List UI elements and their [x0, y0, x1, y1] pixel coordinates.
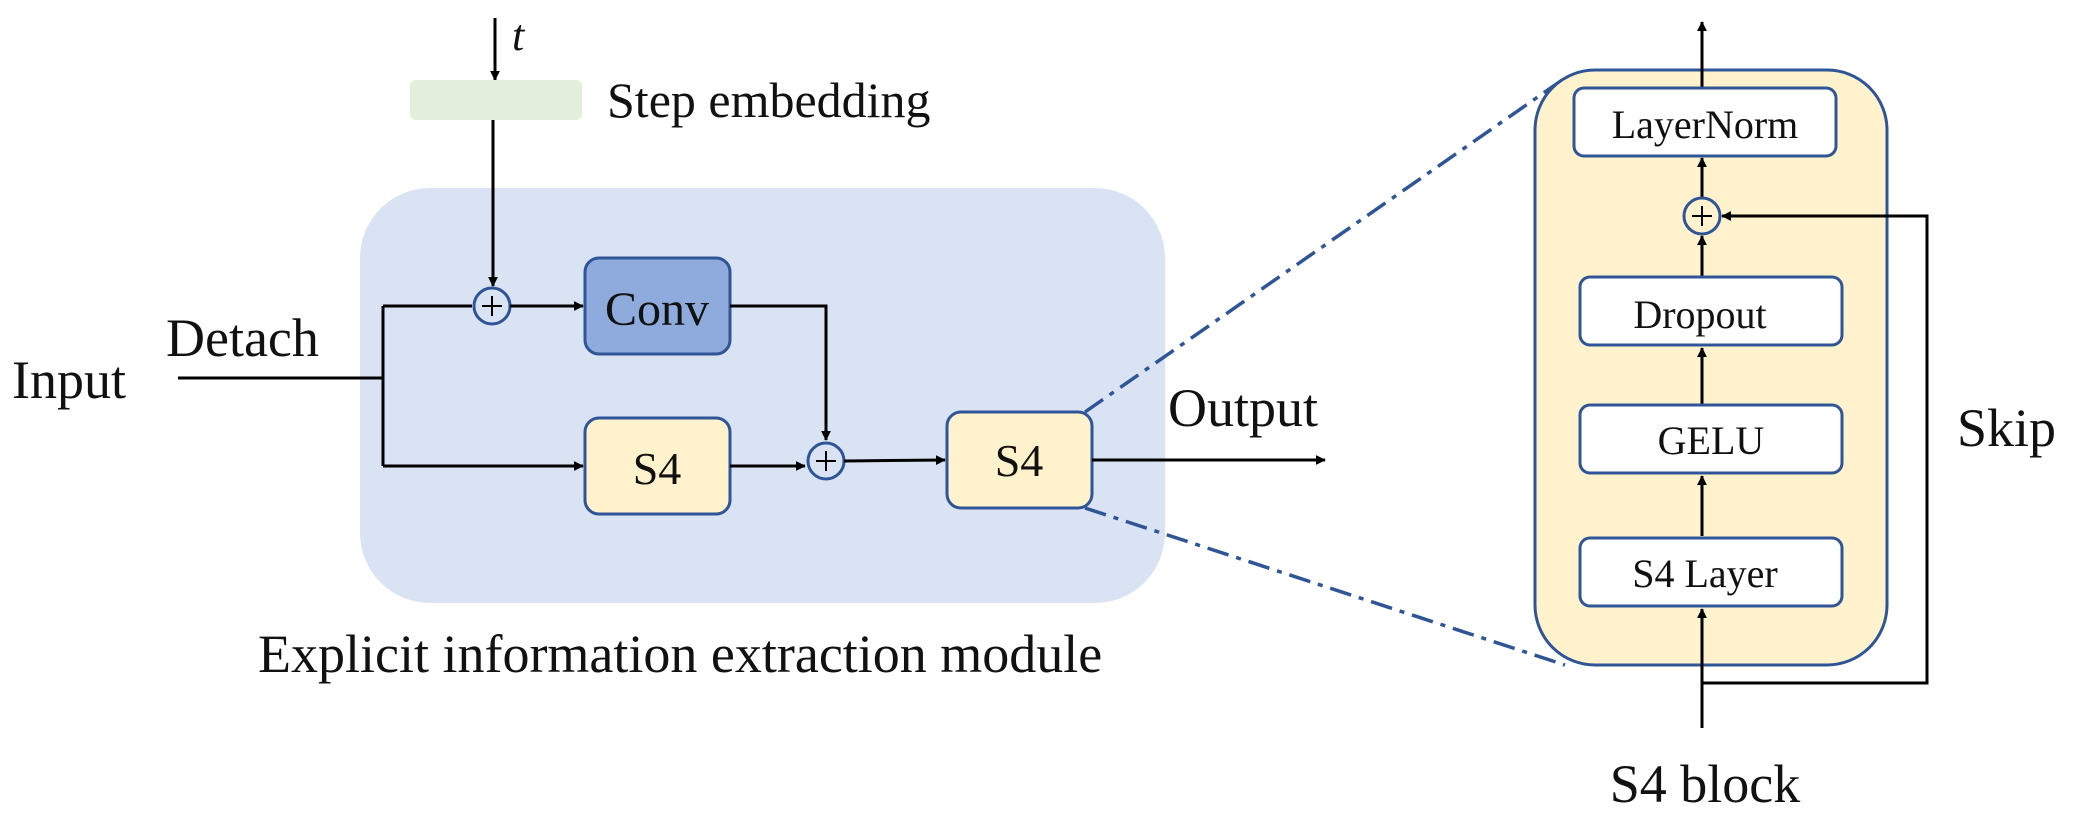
dropout-label: Dropout	[1633, 292, 1766, 337]
skip-label: Skip	[1957, 398, 2056, 458]
step-embedding-bar	[410, 80, 582, 120]
layernorm-block	[1572, 86, 1838, 158]
s4-main-label: S4	[995, 435, 1044, 486]
s4-block-background	[1533, 68, 1889, 667]
gelu-label: GELU	[1658, 418, 1765, 463]
gelu-block	[1578, 403, 1844, 475]
layernorm-label: LayerNorm	[1612, 102, 1799, 147]
zoom-line-top	[1084, 76, 1566, 414]
t-label: t	[512, 11, 526, 60]
plus2-to-s4main-arrow	[843, 455, 946, 466]
conv-label: Conv	[605, 283, 709, 336]
s4-layer-block	[1578, 536, 1844, 608]
s4-lower-label: S4	[633, 443, 682, 494]
detach-label: Detach	[166, 308, 319, 368]
step-embedding-label: Step embedding	[607, 72, 931, 128]
zoom-line-bottom	[1084, 506, 1566, 667]
s4-layer-label: S4 Layer	[1632, 551, 1778, 596]
skip-connection-arrow	[1702, 211, 1929, 685]
s4-block-caption: S4 block	[1610, 754, 1801, 814]
module-caption: Explicit information extraction module	[258, 624, 1102, 684]
module-background	[360, 188, 1165, 603]
dropout-block	[1578, 275, 1844, 347]
input-label: Input	[12, 350, 126, 410]
conv-to-plus2-arrow	[730, 304, 831, 441]
output-label: Output	[1168, 378, 1318, 438]
